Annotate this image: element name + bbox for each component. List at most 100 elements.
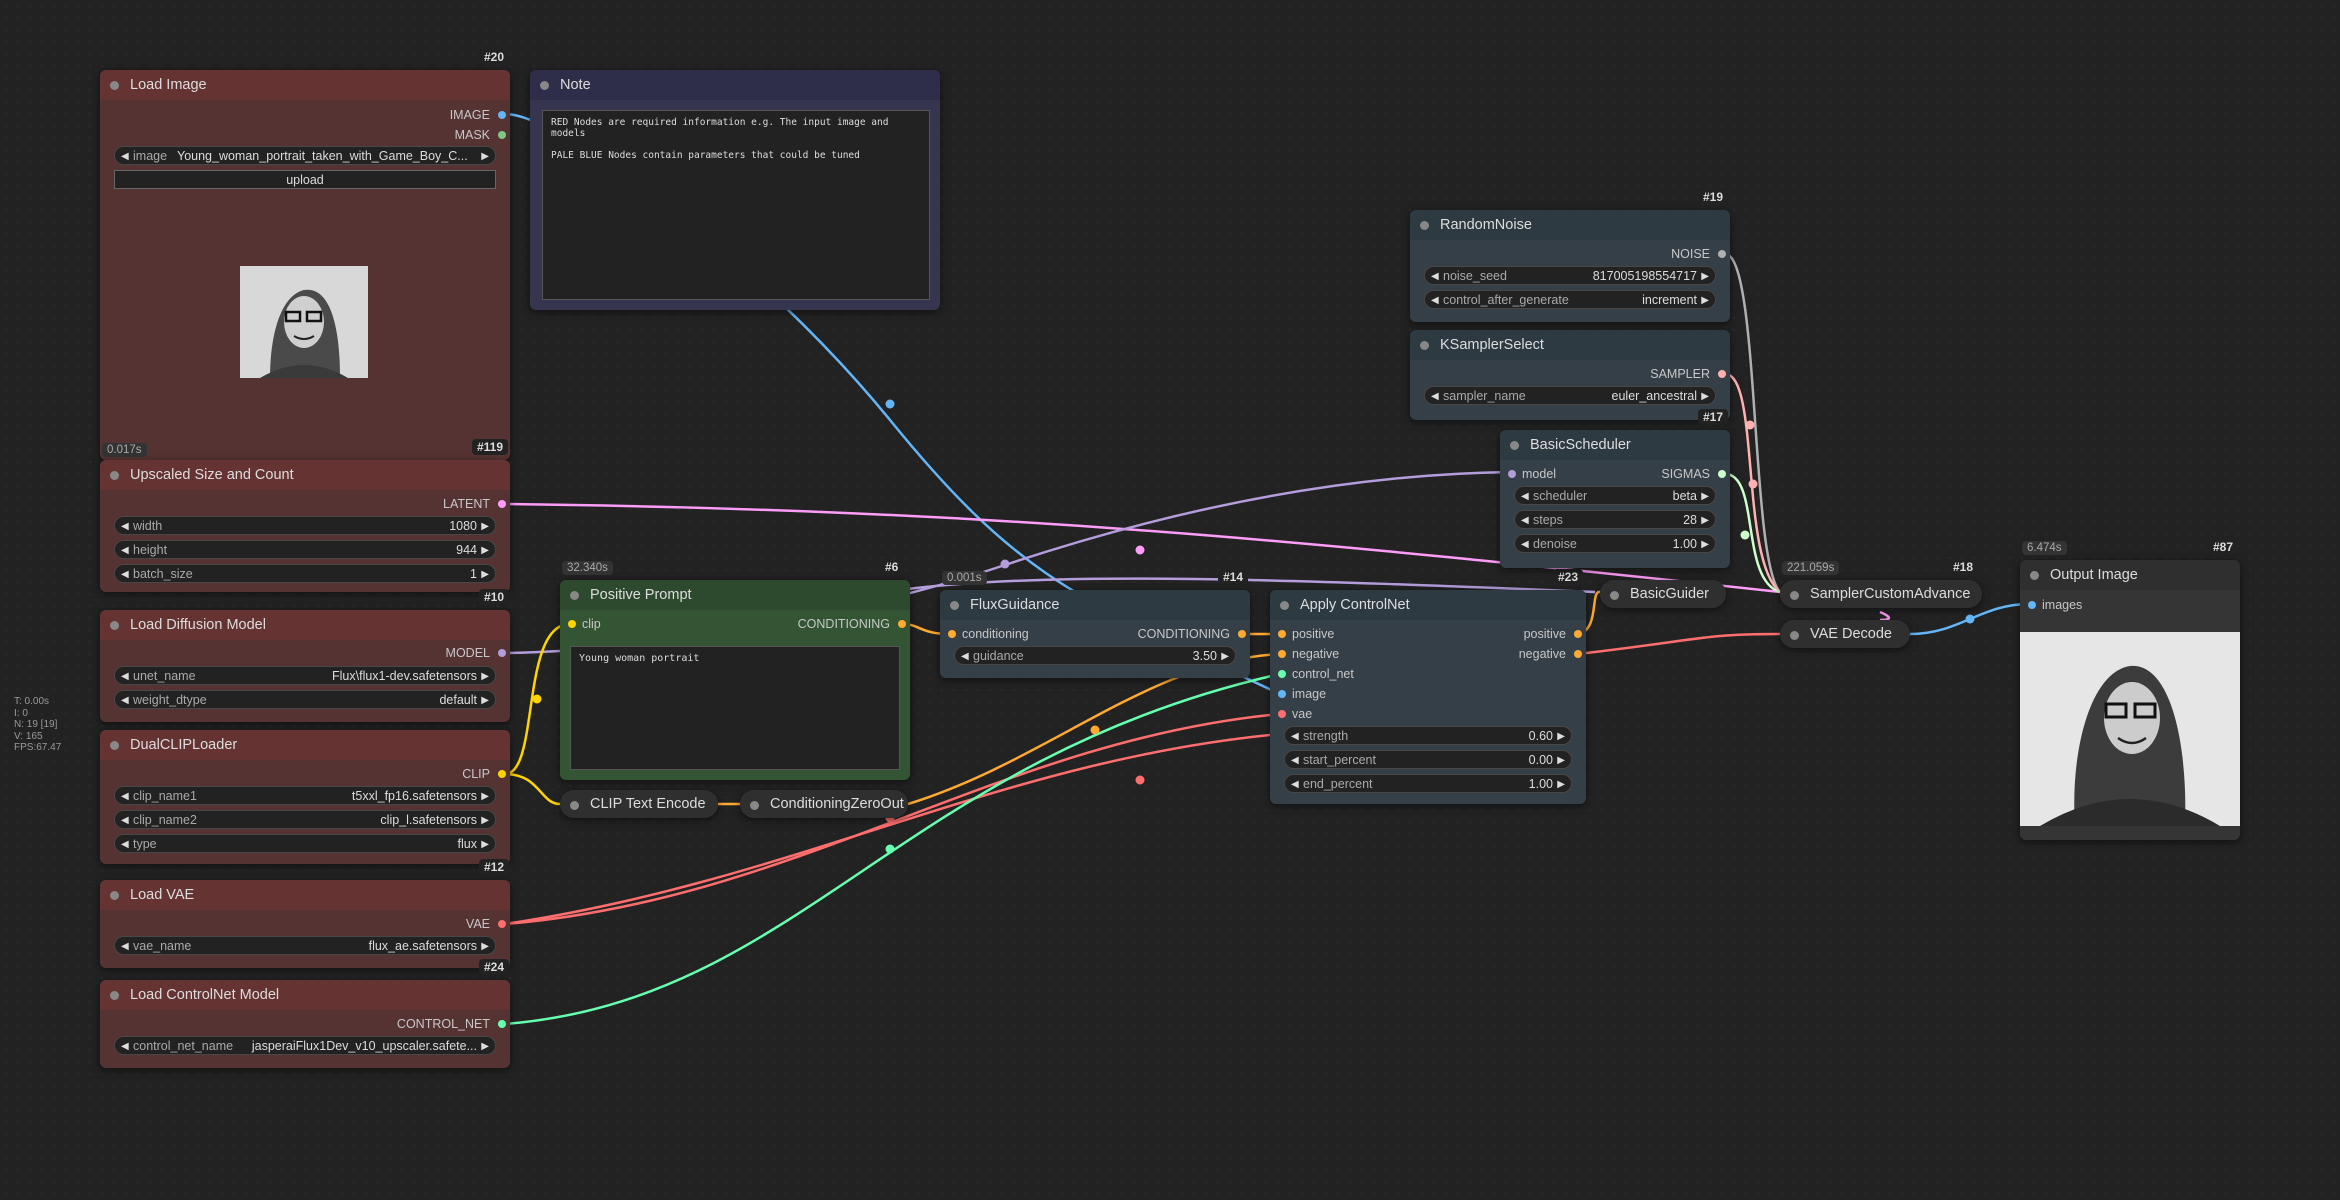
left-arrow-icon[interactable]: ◀	[121, 671, 129, 682]
pin-image[interactable]	[498, 111, 506, 119]
output-sigmas[interactable]: SIGMAS	[1661, 465, 1726, 483]
left-arrow-icon[interactable]: ◀	[121, 545, 129, 556]
node-title[interactable]: Load Diffusion Model	[100, 610, 510, 640]
right-arrow-icon[interactable]: ▶	[1701, 515, 1709, 526]
output-vae[interactable]: VAE	[466, 915, 506, 933]
pin-latent[interactable]	[498, 500, 506, 508]
pin-positive[interactable]	[1574, 630, 1582, 638]
right-arrow-icon[interactable]: ▶	[481, 941, 489, 952]
node-vae-decode[interactable]: VAE Decode	[1780, 620, 1910, 648]
left-arrow-icon[interactable]: ◀	[121, 1041, 129, 1052]
collapse-dot[interactable]	[110, 741, 119, 750]
node-title[interactable]: Apply ControlNet	[1270, 590, 1586, 620]
output-mask[interactable]: MASK	[455, 126, 506, 144]
pin-clip[interactable]	[568, 620, 576, 628]
pin-positive[interactable]	[1278, 630, 1286, 638]
right-arrow-icon[interactable]: ▶	[1701, 271, 1709, 282]
node-title[interactable]: DualCLIPLoader	[100, 730, 510, 760]
right-arrow-icon[interactable]: ▶	[481, 839, 489, 850]
right-arrow-icon[interactable]: ▶	[481, 791, 489, 802]
left-arrow-icon[interactable]: ◀	[1291, 779, 1299, 790]
right-arrow-icon[interactable]: ▶	[1557, 779, 1565, 790]
output-conditioning[interactable]: CONDITIONING	[798, 615, 906, 633]
right-arrow-icon[interactable]: ▶	[1701, 391, 1709, 402]
left-arrow-icon[interactable]: ◀	[1521, 515, 1529, 526]
left-arrow-icon[interactable]: ◀	[121, 791, 129, 802]
left-arrow-icon[interactable]: ◀	[1521, 539, 1529, 550]
output-clip[interactable]: CLIP	[462, 765, 506, 783]
right-arrow-icon[interactable]: ▶	[481, 569, 489, 580]
output-sampler[interactable]: SAMPLER	[1650, 365, 1726, 383]
input-vae[interactable]: vae	[1278, 705, 1312, 723]
right-arrow-icon[interactable]: ▶	[1701, 539, 1709, 550]
left-arrow-icon[interactable]: ◀	[1431, 295, 1439, 306]
node-basic-guider[interactable]: BasicGuider	[1600, 580, 1726, 608]
input-model[interactable]: model	[1508, 465, 1556, 483]
output-image[interactable]: IMAGE	[450, 106, 506, 124]
collapse-dot[interactable]	[750, 801, 759, 810]
right-arrow-icon[interactable]: ▶	[481, 695, 489, 706]
collapse-dot[interactable]	[110, 621, 119, 630]
pin-negative[interactable]	[1574, 650, 1582, 658]
pin-control-net[interactable]	[498, 1020, 506, 1028]
collapse-dot[interactable]	[1610, 591, 1619, 600]
node-flux-guidance[interactable]: FluxGuidance conditioning CONDITIONING ◀…	[940, 590, 1250, 678]
collapse-dot[interactable]	[1420, 341, 1429, 350]
left-arrow-icon[interactable]: ◀	[121, 695, 129, 706]
collapse-dot[interactable]	[110, 81, 119, 90]
node-title[interactable]: FluxGuidance	[940, 590, 1250, 620]
left-arrow-icon[interactable]: ◀	[121, 151, 129, 162]
right-arrow-icon[interactable]: ▶	[481, 1041, 489, 1052]
pin-control-net[interactable]	[1278, 670, 1286, 678]
pin-mask[interactable]	[498, 131, 506, 139]
pin-model[interactable]	[498, 649, 506, 657]
pin-negative[interactable]	[1278, 650, 1286, 658]
collapse-dot[interactable]	[540, 81, 549, 90]
right-arrow-icon[interactable]: ▶	[481, 815, 489, 826]
node-title[interactable]: Note	[530, 70, 940, 100]
note-textarea[interactable]: RED Nodes are required information e.g. …	[542, 110, 930, 300]
collapse-dot[interactable]	[110, 991, 119, 1000]
node-title[interactable]: Positive Prompt	[560, 580, 910, 610]
pin-vae[interactable]	[1278, 710, 1286, 718]
collapse-dot[interactable]	[570, 591, 579, 600]
collapse-dot[interactable]	[1510, 441, 1519, 450]
pin-conditioning[interactable]	[898, 620, 906, 628]
node-apply-controlnet[interactable]: Apply ControlNet positive negative contr…	[1270, 590, 1586, 804]
node-positive-prompt[interactable]: Positive Prompt clip CONDITIONING Young …	[560, 580, 910, 780]
node-title[interactable]: VAE Decode	[1780, 620, 1910, 648]
node-output-image[interactable]: Output Image images	[2020, 560, 2240, 840]
node-title[interactable]: BasicScheduler	[1500, 430, 1730, 460]
output-latent[interactable]: LATENT	[443, 495, 506, 513]
node-title[interactable]: BasicGuider	[1600, 580, 1726, 608]
pin-conditioning[interactable]	[948, 630, 956, 638]
pin-model[interactable]	[1508, 470, 1516, 478]
pin-image[interactable]	[1278, 690, 1286, 698]
pin-clip[interactable]	[498, 770, 506, 778]
collapse-dot[interactable]	[1790, 591, 1799, 600]
right-arrow-icon[interactable]: ▶	[1557, 731, 1565, 742]
node-clip-text-encode[interactable]: CLIP Text Encode	[560, 790, 718, 818]
pin-sampler[interactable]	[1718, 370, 1726, 378]
input-images[interactable]: images	[2028, 596, 2082, 614]
node-title[interactable]: Load ControlNet Model	[100, 980, 510, 1010]
node-title[interactable]: Load Image	[100, 70, 510, 100]
